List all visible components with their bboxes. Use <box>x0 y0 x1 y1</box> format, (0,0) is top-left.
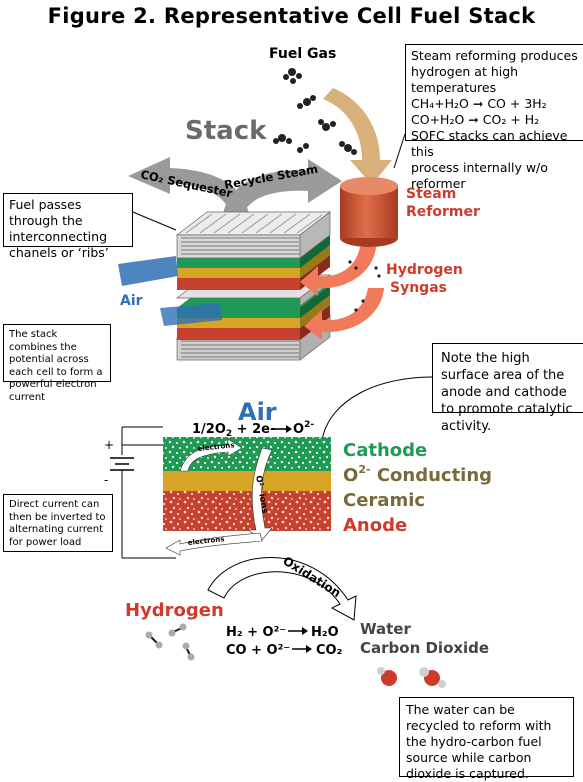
electrons-arrow-bottom <box>165 532 263 556</box>
cathode-label: Cathode <box>343 440 427 461</box>
water-co2-molecules <box>377 667 446 688</box>
reaction-2-lhs: CO + O²⁻ <box>226 643 290 658</box>
steam-label: Steam <box>406 186 456 202</box>
external-circuit <box>110 426 176 559</box>
carbon-dioxide-label: Carbon Dioxide <box>360 639 489 657</box>
co2-sequester-arrow <box>128 157 250 225</box>
oxidation-label: Oxidation <box>280 554 343 601</box>
steam-note-line1: Steam reforming produces <box>411 48 578 63</box>
arrow-icon: ➞ <box>472 96 484 111</box>
air-stack-label: Air <box>120 293 143 309</box>
reaction-1-lhs: H₂ + O²⁻ <box>226 625 286 640</box>
reaction-2-rhs: CO₂ <box>316 643 342 658</box>
stack-combines-note: The stack combines the potential across … <box>3 324 111 403</box>
air-cell-label: Air <box>238 398 277 426</box>
high-surface-note: Note the high surface area of the anode … <box>432 343 583 434</box>
steam-note-line3: SOFC stacks can achieve this <box>411 128 568 159</box>
steam-note-eq2: CO+H₂O ➞ CO₂ + H₂ <box>411 112 540 127</box>
hydrogen-molecules <box>145 623 195 661</box>
recycle-steam-arrow <box>222 159 342 225</box>
anode-label: Anode <box>343 515 407 536</box>
hydrogen-label: Hydrogen <box>125 600 224 621</box>
steam-note-line4: process internally w/o reformer <box>411 160 548 191</box>
steam-note-line2: hydrogen at high temperatures <box>411 64 519 95</box>
steam-reforming-note: Steam reforming produces hydrogen at hig… <box>405 44 583 191</box>
syngas-arrow-upper <box>300 247 376 296</box>
water-label: Water <box>360 620 411 638</box>
cell-cross-section <box>163 437 331 556</box>
fuel-note-leader <box>127 209 177 231</box>
conducting-label: O2- Conducting <box>343 463 492 486</box>
steam-reformer <box>340 177 398 247</box>
fuel-passes-note: Fuel passes through the interconnecting … <box>3 193 133 260</box>
reaction-1-rhs: H₂O <box>311 625 339 640</box>
anode-layer <box>163 491 331 531</box>
surface-note-leader <box>321 376 433 441</box>
reformer-label: Reformer <box>406 204 480 220</box>
o2-ions-arrow <box>247 447 273 541</box>
air-arrow-upper <box>118 256 178 286</box>
cathode-eq-product: O2- <box>293 420 314 437</box>
minus-sign: - <box>104 473 108 487</box>
hydrogen-syngas-label-2: Syngas <box>390 280 447 296</box>
fuel-gas-label: Fuel Gas <box>269 46 336 62</box>
figure-title: Figure 2. Representative Cell Fuel Stack <box>47 4 536 28</box>
stack-label: Stack <box>185 116 267 146</box>
reformer-note-leader <box>393 133 406 169</box>
electrons-label-top: electrons <box>197 441 234 453</box>
fuel-gas-molecules <box>273 68 357 155</box>
cathode-equation: 1/2O2 + 2e- <box>192 422 275 439</box>
syngas-molecules <box>348 260 381 312</box>
water-recycled-note: The water can be recycled to reform with… <box>399 697 574 781</box>
electrons-label-bottom: electrons <box>187 535 224 547</box>
arrow-icon: ➞ <box>468 112 479 127</box>
air-arrow-lower <box>160 303 222 326</box>
oxidation-arrow <box>207 557 357 621</box>
steam-note-eq1: CH₄+H₂O ➞ CO + 3H₂ <box>411 96 547 111</box>
electrolyte-layer <box>163 471 331 491</box>
plus-sign: + <box>104 438 114 452</box>
electrons-arrow-top <box>179 438 243 472</box>
fuel-gas-arrow <box>323 88 392 185</box>
hydrogen-syngas-label-1: Hydrogen <box>386 262 463 278</box>
ceramic-label: Ceramic <box>343 490 425 511</box>
direct-current-note: Direct current can then be inverted to a… <box>3 494 113 552</box>
